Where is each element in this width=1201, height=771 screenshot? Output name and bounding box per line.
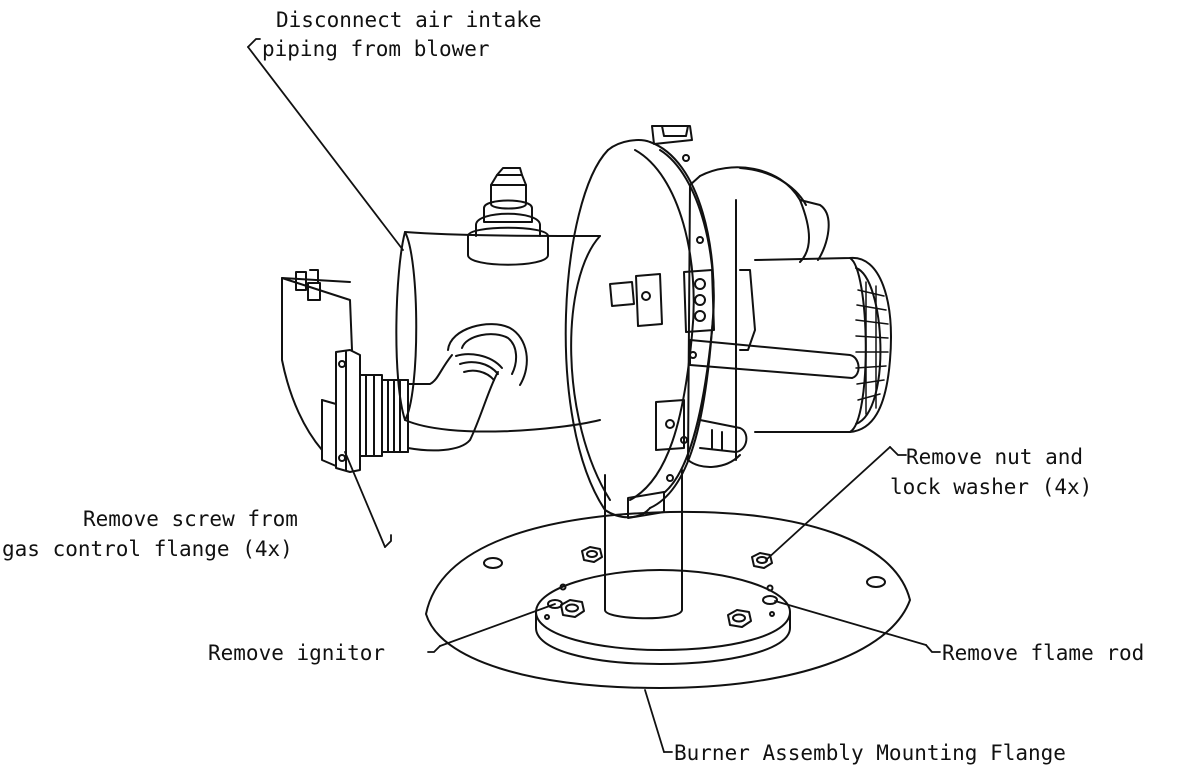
flame-sensor-lead [699,419,748,453]
pipe-coupling [359,374,409,457]
blower-motor [687,166,892,468]
callout-air-intake-line2: piping from blower [262,37,490,61]
burner-base-plate [535,569,791,665]
mounting-flange-plate [425,510,911,689]
callout-mounting-flange: Burner Assembly Mounting Flange [674,741,1066,765]
callout-flame-rod: Remove flame rod [942,641,1144,665]
gas-valve-body [281,269,353,467]
callout-screw-line2: gas control flange (4x) [2,537,293,561]
side-port [447,323,528,386]
blower-housing [395,231,601,433]
flange-nut-front-right [727,609,752,628]
flange-nut-back-right [751,552,773,569]
callout-screw-line1: Remove screw from [83,507,298,531]
leader-flame-rod [774,600,941,653]
motor-vent-grille [855,281,889,415]
motor-connector [683,269,715,333]
elbow-pipe [407,353,503,453]
top-fitting [467,167,549,266]
leader-air-intake [247,38,404,251]
flange-nut-back-left [581,546,603,563]
leader-ignitor [427,603,556,653]
gas-control-flange [335,349,361,473]
flange-nut-front-left [560,599,585,618]
callout-nut-line1: Remove nut and [906,445,1083,469]
leader-mounting-flange [644,689,673,753]
leader-gas-control-screw [344,451,392,548]
burner-tube [604,469,683,620]
callout-nut-line2: lock washer (4x) [890,475,1092,499]
callout-air-intake-line1: Disconnect air intake [276,8,542,32]
leader-nut-washer [765,446,907,561]
callout-ignitor: Remove ignitor [208,641,385,665]
